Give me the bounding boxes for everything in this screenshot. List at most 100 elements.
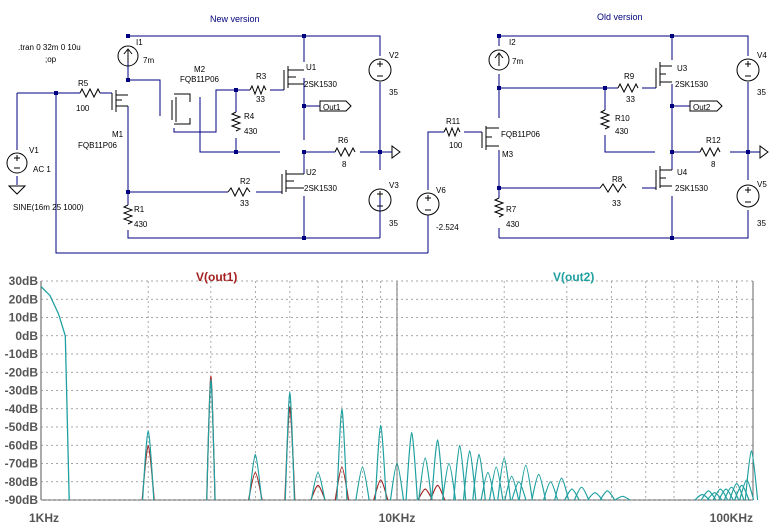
x-tick-label: 10KHz: [379, 511, 416, 525]
u3-mosfet: [655, 62, 672, 88]
harmonic-peak: [729, 482, 745, 501]
harmonic-peak: [614, 495, 631, 501]
u3-value: 2SK1530: [675, 80, 708, 89]
resistor-symbols: [79, 82, 721, 225]
harmonic-peak: [142, 430, 155, 501]
rolloff-line: [40, 286, 70, 501]
y-tick-label: -90dB: [5, 493, 39, 507]
m3-value: FQB11P06: [501, 130, 541, 139]
harmonic-peak: [472, 453, 486, 501]
v2-voltage-source: [368, 58, 392, 82]
v3-ref: V3: [389, 181, 399, 190]
i1-ref: I1: [136, 38, 143, 47]
v4-voltage-source: [736, 58, 760, 82]
r10-resistor: [599, 109, 611, 130]
harmonic-peak: [518, 464, 533, 501]
v3-value: 35: [389, 219, 398, 228]
i1-value: 7m: [143, 56, 154, 65]
harmonic-peak: [453, 444, 467, 501]
m3-mosfet: [481, 126, 499, 150]
r9-resistor: [617, 82, 639, 94]
harmonic-peak: [248, 453, 263, 501]
output-arrow-icon: [759, 145, 769, 159]
u4-value: 2SK1530: [675, 184, 708, 193]
r6-resistor: [334, 146, 356, 158]
harmonic-peak: [206, 378, 216, 501]
harmonic-peak: [284, 391, 295, 501]
u2-ref: U2: [306, 168, 317, 177]
v5-value: 35: [757, 219, 766, 228]
junction-dots: [54, 34, 750, 240]
v1-value: AC 1: [33, 165, 51, 174]
u3-ref: U3: [677, 64, 688, 73]
r2-resistor: [227, 186, 251, 198]
spectrum-plot: -90dB-80dB-70dB-60dB-50dB-40dB-30dB-20dB…: [0, 258, 777, 529]
r7-ref: R7: [506, 205, 517, 214]
v6-voltage-source: [416, 192, 440, 216]
harmonic-peak: [374, 424, 387, 501]
v1-sine: SINE(16m 25 1000): [13, 203, 84, 212]
r2-ref: R2: [240, 177, 251, 186]
v6-value: -2.524: [436, 223, 459, 232]
r8-value: 33: [612, 199, 621, 208]
u4-mosfet: [655, 166, 672, 190]
harmonic-peak: [744, 450, 759, 501]
v4-value: 35: [757, 88, 766, 97]
y-tick-label: -80dB: [5, 475, 39, 489]
v3-voltage-source: [368, 188, 392, 212]
r3-ref: R3: [256, 72, 267, 81]
r10-ref: R10: [615, 114, 630, 123]
harmonic-peak: [417, 488, 433, 501]
y-tick-label: -70dB: [5, 457, 39, 471]
harmonic-peak: [405, 431, 418, 501]
v2-value: 35: [389, 88, 398, 97]
harmonic-peak: [389, 462, 405, 501]
r11-resistor: [443, 126, 461, 138]
y-tick-label: -40dB: [5, 402, 39, 416]
harmonic-peak: [248, 471, 263, 501]
r1-ref: R1: [134, 205, 145, 214]
v6-ref: V6: [436, 186, 446, 195]
x-tick-label: 100KHz: [710, 511, 753, 525]
out1-label: Out1: [323, 103, 341, 112]
harmonic-peak: [355, 466, 370, 501]
harmonic-peak: [336, 408, 348, 501]
r4-resistor: [230, 111, 242, 132]
r9-ref: R9: [624, 72, 635, 81]
u2-mosfet: [281, 170, 304, 194]
r6-value: 8: [342, 160, 347, 169]
harmonic-peak: [554, 477, 570, 501]
r8-resistor: [599, 183, 627, 193]
u2-value: 2SK1530: [304, 184, 337, 193]
r9-value: 33: [626, 95, 635, 104]
harmonic-peak: [310, 471, 326, 501]
axis-ticks: -90dB-80dB-70dB-60dB-50dB-40dB-30dB-20dB…: [5, 274, 753, 525]
harmonic-peak: [441, 462, 457, 501]
harmonic-peak: [723, 486, 740, 501]
r5-ref: R5: [78, 79, 89, 88]
m1-mosfet: [111, 90, 128, 112]
r8-ref: R8: [612, 175, 623, 184]
harmonic-peak: [587, 492, 603, 501]
schematic-wires: [16, 35, 760, 254]
y-tick-label: 20dB: [9, 292, 39, 306]
m2-mosfet: [171, 93, 191, 125]
i2-ref: I2: [509, 38, 516, 47]
harmonic-peak: [700, 490, 717, 501]
m1-value: FQB11P06: [78, 141, 118, 150]
r7-resistor: [493, 197, 505, 218]
r6-ref: R6: [338, 136, 349, 145]
harmonic-peak: [511, 481, 527, 501]
y-tick-label: -20dB: [5, 365, 39, 379]
i1-current-source: [117, 45, 139, 67]
schematic: New version Old version .tran 0 32m 0 10…: [6, 12, 769, 254]
r5-value-text: 100: [76, 104, 90, 113]
harmonic-peak: [462, 450, 477, 501]
u1-ref: U1: [306, 63, 317, 72]
harmonic-peak: [706, 492, 723, 501]
y-tick-label: -30dB: [5, 384, 39, 398]
source-symbols: [6, 45, 769, 216]
y-tick-label: -10dB: [5, 347, 39, 361]
r1-resistor: [122, 204, 134, 225]
m2-value: FQB11P06: [180, 75, 220, 84]
